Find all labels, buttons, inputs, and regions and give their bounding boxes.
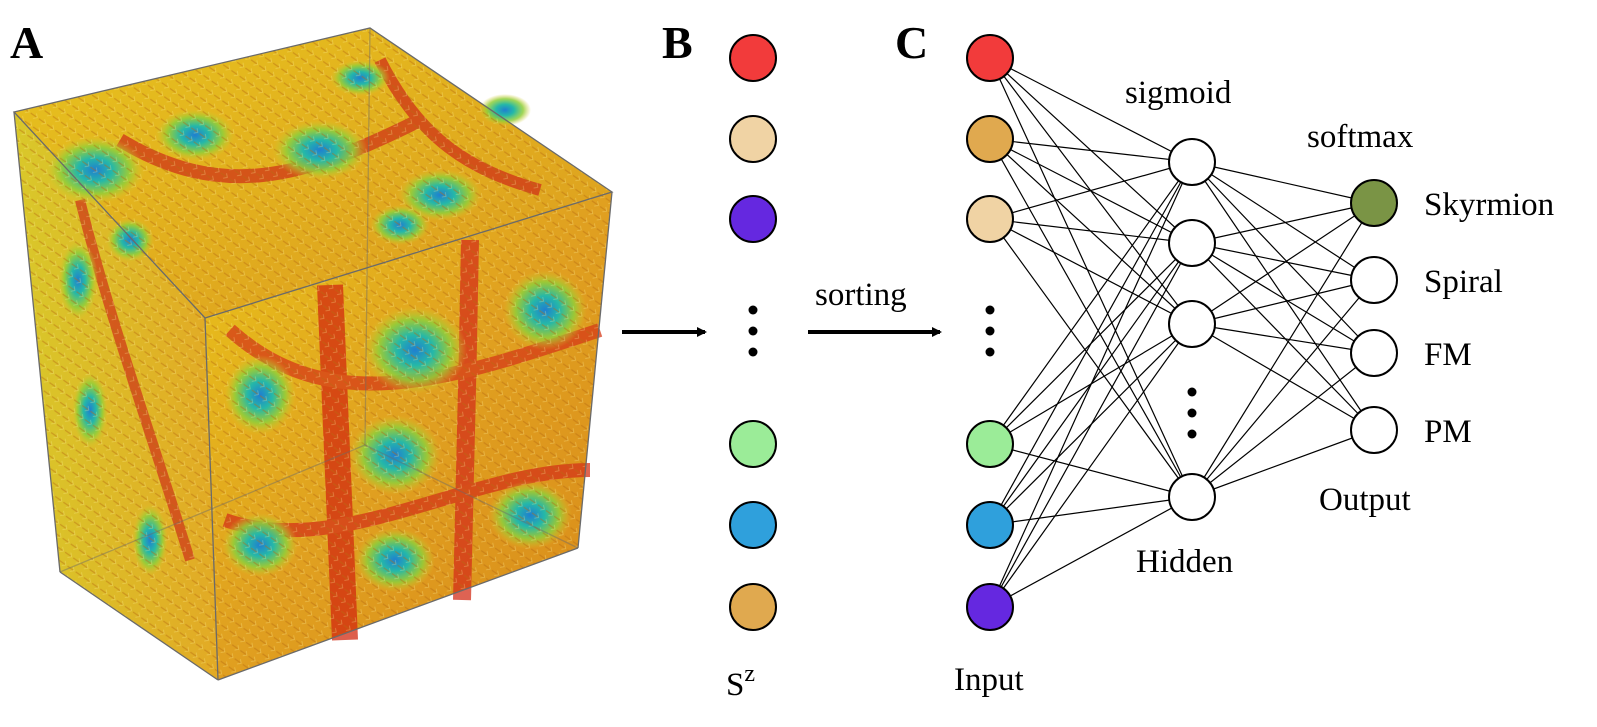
- hidden-output-edge: [1191, 161, 1375, 431]
- sz-base: S: [726, 667, 744, 703]
- input-node: [966, 501, 1014, 549]
- input-node: [966, 195, 1014, 243]
- input-hidden-edge: [989, 161, 1193, 445]
- hidden-output-edge: [1191, 352, 1375, 498]
- hidden-output-edge: [1191, 161, 1375, 204]
- output-node-skyrmion: [1350, 179, 1398, 227]
- hidden-output-edge: [1191, 242, 1375, 354]
- ellipsis-dot: [985, 326, 995, 336]
- input-hidden-edge: [989, 57, 1193, 498]
- ellipsis-dot: [1187, 408, 1197, 418]
- hidden-output-edge: [1191, 323, 1375, 354]
- panel-letter-b: B: [662, 17, 693, 68]
- panel-letter-c: C: [895, 17, 928, 68]
- output-class-label: PM: [1424, 414, 1472, 450]
- hidden-output-edge: [1191, 429, 1375, 498]
- cube-visualization: [12, 27, 614, 681]
- input-hidden-edge: [989, 161, 1193, 220]
- hidden-node: [1168, 138, 1216, 186]
- output-node-spiral: [1350, 256, 1398, 304]
- input-hidden-edge: [989, 161, 1193, 608]
- input-hidden-edge: [989, 161, 1193, 526]
- spin-node: [729, 34, 777, 82]
- ellipsis-dot: [748, 347, 758, 357]
- column-b-ellipsis: [748, 305, 758, 357]
- input-hidden-edge: [989, 218, 1193, 244]
- sigmoid-label: sigmoid: [1125, 75, 1232, 111]
- output-node-pm: [1350, 406, 1398, 454]
- sorting-label: sorting: [815, 277, 907, 313]
- input-label: Input: [954, 662, 1024, 698]
- hidden-output-edge: [1191, 202, 1375, 244]
- hidden-output-edge: [1191, 242, 1375, 281]
- hidden-label: Hidden: [1136, 544, 1233, 580]
- hidden-node: [1168, 300, 1216, 348]
- hidden-output-edge: [1191, 323, 1375, 431]
- hidden-node: [1168, 219, 1216, 267]
- spin-node: [729, 115, 777, 163]
- hidden-node: [1168, 473, 1216, 521]
- ellipsis-dot: [748, 326, 758, 336]
- output-class-label: Spiral: [1424, 264, 1503, 300]
- ellipsis-dot: [985, 305, 995, 315]
- input-hidden-edge: [989, 138, 1193, 163]
- sorted-spin-column: [729, 34, 777, 631]
- hidden-output-edge: [1191, 161, 1375, 354]
- input-ellipsis: [985, 305, 995, 357]
- spin-node: [729, 583, 777, 631]
- hidden-output-edge: [1191, 202, 1375, 498]
- input-hidden-edge: [989, 218, 1193, 498]
- spin-node: [729, 501, 777, 549]
- hidden-output-edge: [1191, 202, 1375, 325]
- cube-texture-left: [14, 112, 218, 680]
- hidden-layer: [1168, 138, 1216, 521]
- softmax-label: softmax: [1307, 119, 1414, 155]
- sz-superscript: z: [744, 661, 755, 687]
- input-hidden-edge: [989, 496, 1193, 608]
- output-layer: [1350, 179, 1398, 454]
- cube-texture-front: [205, 192, 612, 680]
- network-edges: [989, 57, 1375, 608]
- cube-wireframe: [12, 27, 614, 681]
- hidden-output-edge: [1191, 242, 1375, 431]
- input-layer: [966, 34, 1014, 631]
- input-node: [966, 583, 1014, 631]
- hidden-output-edge: [1191, 279, 1375, 498]
- input-hidden-edge: [989, 323, 1193, 608]
- hidden-output-edge: [1191, 161, 1375, 281]
- input-hidden-edge: [989, 138, 1193, 498]
- output-node-fm: [1350, 329, 1398, 377]
- ellipsis-dot: [748, 305, 758, 315]
- spin-node: [729, 195, 777, 243]
- ellipsis-dot: [1187, 429, 1197, 439]
- input-hidden-edge: [989, 218, 1193, 325]
- hidden-ellipsis: [1187, 387, 1197, 439]
- input-hidden-edge: [989, 242, 1193, 608]
- cube-texture-top: [14, 28, 612, 318]
- output-class-label: FM: [1424, 337, 1472, 373]
- input-node: [966, 115, 1014, 163]
- ellipsis-dot: [985, 347, 995, 357]
- sz-label: Sz: [726, 661, 755, 703]
- input-hidden-edge: [989, 496, 1193, 526]
- hidden-output-edge: [1191, 279, 1375, 325]
- input-hidden-edge: [989, 57, 1193, 163]
- input-hidden-edge: [989, 443, 1193, 498]
- output-class-label: Skyrmion: [1424, 187, 1554, 223]
- ellipsis-dot: [1187, 387, 1197, 397]
- output-label: Output: [1319, 482, 1411, 518]
- spin-node: [729, 420, 777, 468]
- input-node: [966, 420, 1014, 468]
- panel-letter-a: A: [10, 17, 43, 68]
- input-node: [966, 34, 1014, 82]
